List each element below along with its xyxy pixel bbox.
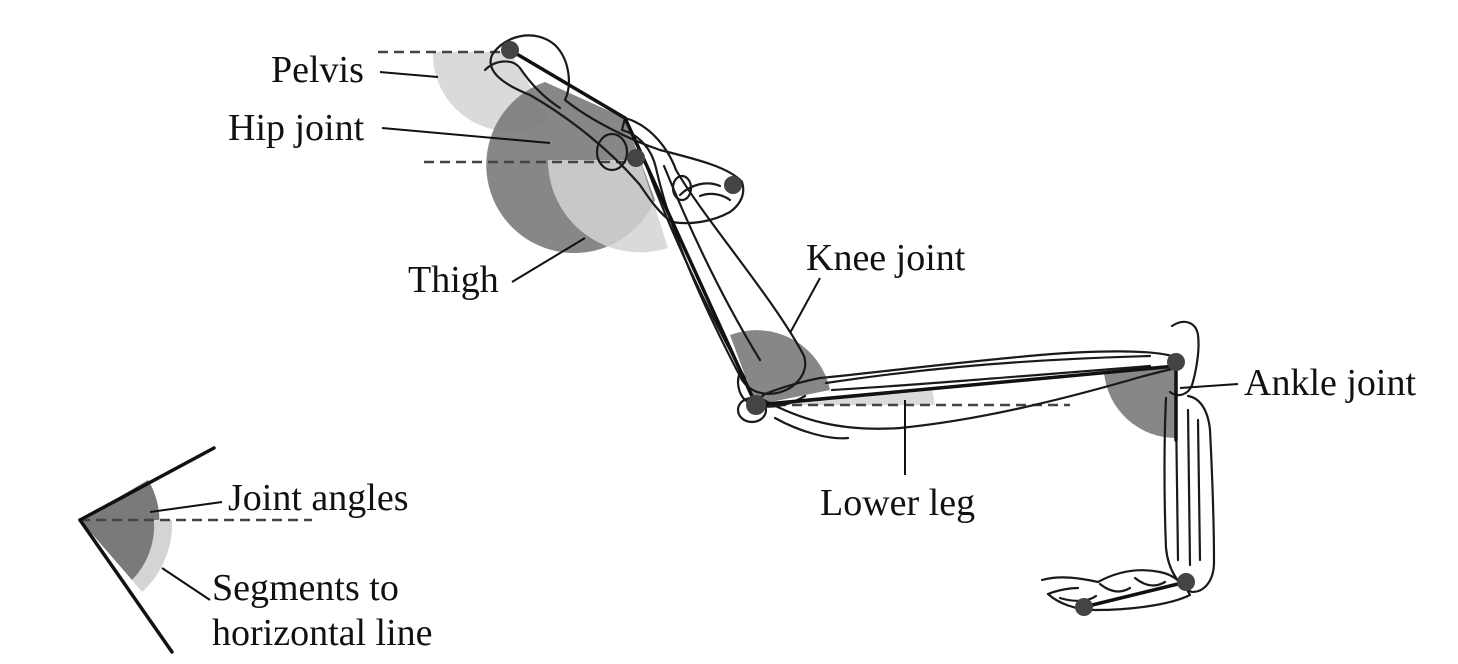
- hip-joint-label: Hip joint: [228, 107, 365, 149]
- horizontal-reference-lines: [80, 50, 1070, 522]
- legend-segment-lower: [78, 518, 174, 654]
- lower-leg-segment: [754, 364, 1178, 407]
- legend-joint-angle-sector: [80, 480, 160, 580]
- ischium-outline: [678, 182, 732, 202]
- legend-segment-upper: [78, 446, 216, 522]
- knee-joint-leader: [789, 277, 821, 334]
- ankle-joint-label: Ankle joint: [1244, 362, 1416, 404]
- femoral-head: [595, 132, 629, 172]
- angle-sectors: [80, 52, 1176, 592]
- pelvis-bone-outline: [489, 34, 745, 225]
- tibia-lower-edge: [773, 416, 850, 440]
- femur-outline: [620, 116, 807, 395]
- femur-shaft-line-2: [662, 164, 762, 362]
- joint-angles-leader: [149, 501, 223, 513]
- joint-markers: [501, 41, 1195, 616]
- hip-marker: [627, 149, 645, 167]
- knee-joint-label: Knee joint: [806, 237, 966, 279]
- hip-joint-leader: [381, 127, 551, 144]
- metatarsal-marker: [1177, 573, 1195, 591]
- pelvis-leader: [379, 71, 439, 78]
- segments-label-line1: Segments to: [212, 567, 399, 609]
- calcaneus-outline: [1168, 320, 1200, 397]
- pelvis-inner-outline: [483, 60, 562, 110]
- toe-marker: [1075, 598, 1093, 616]
- fibula-outline: [824, 354, 1152, 392]
- toe-bones-outline: [1040, 569, 1192, 612]
- knee-joint-angle-sector: [730, 330, 830, 405]
- thigh-label: Thigh: [408, 259, 499, 301]
- leader-lines: [149, 71, 1239, 601]
- foot-outline: [1163, 394, 1216, 594]
- text-labels: Pelvis Hip joint Thigh Knee joint Ankle …: [212, 49, 1416, 654]
- knee-marker: [746, 395, 766, 415]
- legend-segment-angle-sector: [132, 520, 173, 592]
- metatarsal-lines: [1174, 408, 1202, 567]
- joint-angles-label: Joint angles: [228, 477, 408, 519]
- ankle-joint-angle-sector: [1104, 366, 1176, 439]
- ankle-joint-leader: [1179, 383, 1239, 389]
- foot-segment: [1082, 580, 1188, 609]
- pelvis-segment: [508, 48, 627, 120]
- pelvis-label: Pelvis: [271, 49, 364, 91]
- pelvis-marker: [501, 41, 519, 59]
- ankle-marker: [1167, 353, 1185, 371]
- lower-leg-label: Lower leg: [820, 482, 975, 524]
- segments-label-line2: horizontal line: [212, 612, 433, 654]
- thigh-leader: [511, 237, 586, 283]
- ischium-marker: [724, 176, 742, 194]
- segment-lines: [78, 48, 1188, 654]
- segments-leader: [161, 567, 211, 601]
- thigh-segment: [623, 116, 758, 407]
